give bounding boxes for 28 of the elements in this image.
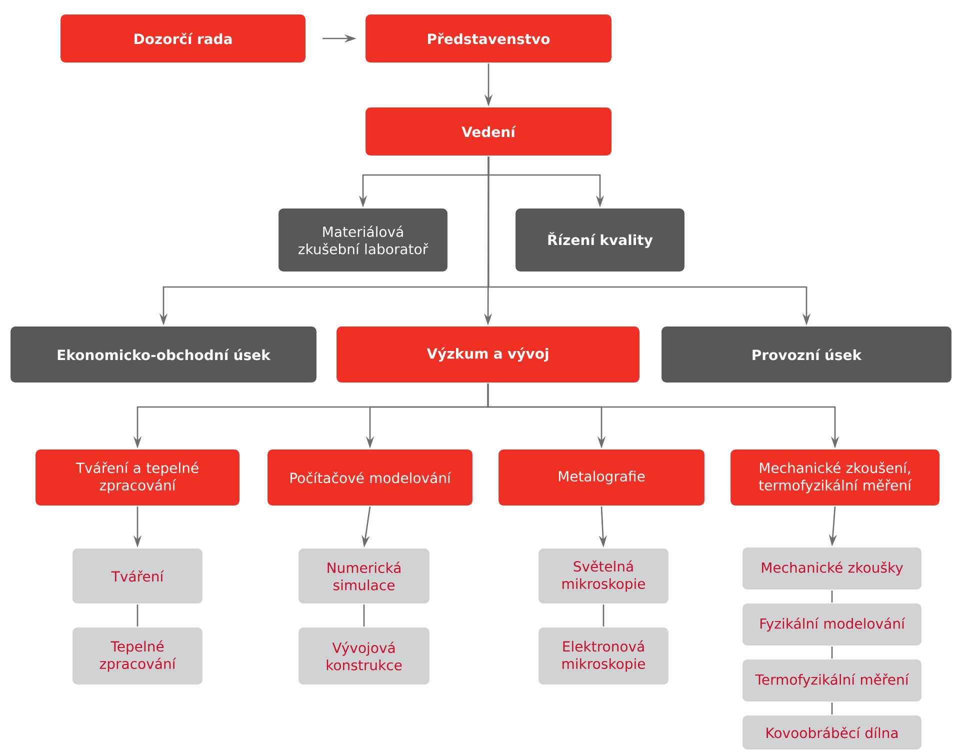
connector-line bbox=[831, 590, 833, 602]
org-box: Vývojová konstrukce bbox=[297, 626, 431, 686]
org-box: Řízení kvality bbox=[514, 207, 686, 273]
org-box: Tepelné zpracování bbox=[71, 626, 204, 686]
org-box: Počítačové modelování bbox=[266, 448, 474, 507]
org-box: Vedení bbox=[364, 106, 613, 157]
connector-line bbox=[831, 702, 833, 714]
org-box: Provozní úsek bbox=[660, 325, 953, 384]
org-box: Termofyzikální měření bbox=[741, 658, 923, 703]
org-box: Tváření a tepelné zpracování bbox=[34, 448, 241, 507]
org-box: Numerická simulace bbox=[297, 547, 431, 605]
connector-line bbox=[136, 604, 138, 626]
org-box: Kovoobráběcí dílna bbox=[741, 714, 923, 751]
connector-line bbox=[363, 604, 365, 626]
org-box: Světelná mikroskopie bbox=[537, 547, 670, 605]
org-box: Metalografie bbox=[497, 448, 706, 507]
org-box: Představenstvo bbox=[364, 13, 613, 64]
org-box: Tváření bbox=[71, 547, 204, 605]
org-box: Mechanické zkoušení, termofyzikální měření bbox=[729, 448, 941, 507]
org-box: Výzkum a vývoj bbox=[335, 325, 641, 384]
org-box: Materiálová zkušební laboratoř bbox=[277, 207, 449, 273]
org-box: Ekonomicko-obchodní úsek bbox=[9, 325, 318, 384]
org-box: Elektronová mikroskopie bbox=[537, 626, 670, 686]
org-box: Dozorčí rada bbox=[59, 13, 307, 64]
connector-line bbox=[831, 646, 833, 658]
org-box: Mechanické zkoušky bbox=[741, 546, 923, 591]
org-box: Fyzikální modelování bbox=[741, 602, 923, 647]
connector-line bbox=[602, 604, 604, 626]
